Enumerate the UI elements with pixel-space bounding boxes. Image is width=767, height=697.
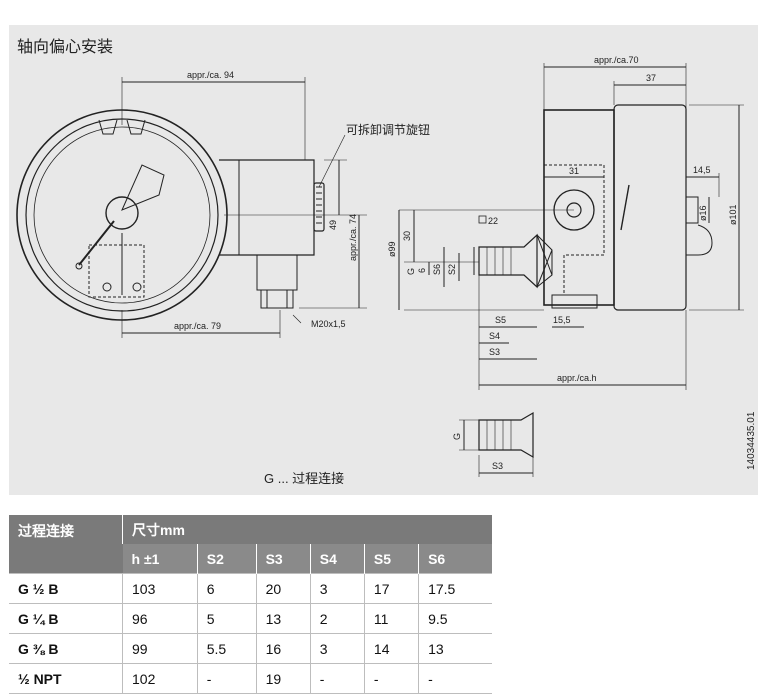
technical-drawing: appr./ca. 94 appr./ca. 79 M20x1,5 22 31 … xyxy=(9,25,758,495)
cell-S6: 17.5 xyxy=(418,573,492,604)
cell-connection: ½ NPT xyxy=(9,663,123,694)
dim-sq22: 22 xyxy=(488,216,498,226)
bezel-clips xyxy=(98,119,146,135)
knob-callout: 可拆卸调节旋钮 xyxy=(346,123,431,137)
table-subheader-row: h ±1 S2 S3 S4 S5 S6 xyxy=(9,544,492,574)
vent-strap xyxy=(686,224,713,256)
cell-S6: 9.5 xyxy=(418,603,492,634)
dim-14-5: 14,5 xyxy=(693,165,711,175)
side-base xyxy=(551,294,598,309)
col-S4: S4 xyxy=(309,544,365,574)
cell-S3: 13 xyxy=(255,603,311,634)
dim-S3: S3 xyxy=(489,347,500,357)
dim-m20: M20x1,5 xyxy=(311,319,346,329)
cell-S4: 2 xyxy=(309,603,365,634)
setpoint-pointer xyxy=(121,164,165,211)
screw-right xyxy=(132,282,142,292)
cell-S5: 17 xyxy=(363,573,419,604)
dim-S2: S2 xyxy=(447,264,457,275)
dim-70: appr./ca.70 xyxy=(594,55,639,65)
square-symbol xyxy=(478,215,487,224)
col-header-dimensions: 尺寸mm xyxy=(122,515,492,544)
col-S5: S5 xyxy=(363,544,419,574)
col-S3: S3 xyxy=(255,544,311,574)
cell-S5: 11 xyxy=(363,603,419,634)
dim-S6: S6 xyxy=(432,264,442,275)
dim-S5: S5 xyxy=(495,315,506,325)
cell-connection: G ¼ B xyxy=(9,603,123,634)
dim-30: 30 xyxy=(402,231,412,241)
cell-S3: 19 xyxy=(255,663,311,694)
case-body xyxy=(219,159,315,256)
cell-h: 103 xyxy=(122,573,198,604)
cell-h: 99 xyxy=(122,633,198,664)
table-row: ½ NPT 102 - 19 - - - xyxy=(9,663,492,694)
dim-94: appr./ca. 94 xyxy=(187,70,234,80)
cell-S2: 6 xyxy=(196,573,257,604)
cell-S5: 14 xyxy=(363,633,419,664)
dim-74: appr./ca. 74 xyxy=(348,214,358,261)
process-hex xyxy=(536,234,553,288)
contact-box xyxy=(88,244,145,298)
dim-phi16: ø16 xyxy=(698,205,708,221)
adjust-knob xyxy=(313,182,325,232)
pointer-tip xyxy=(75,262,83,270)
table-row: G ½ B 103 6 20 3 17 17.5 xyxy=(9,573,492,604)
drawing-svg: appr./ca. 94 appr./ca. 79 M20x1,5 22 31 … xyxy=(16,55,744,477)
cell-S3: 20 xyxy=(255,573,311,604)
cell-S4: 3 xyxy=(309,633,365,664)
col-h: h ±1 xyxy=(122,544,198,574)
cell-S5: - xyxy=(363,663,419,694)
dim-phi99: ø99 xyxy=(387,241,397,257)
stem-neck xyxy=(256,254,298,291)
cell-S2: - xyxy=(196,663,257,694)
process-thread xyxy=(478,233,538,289)
contact-housing xyxy=(544,164,605,295)
knob-leader xyxy=(318,134,346,188)
table-header-row: 过程连接 尺寸mm xyxy=(9,515,492,574)
drawing-number: 14034435.01 xyxy=(746,411,757,470)
cell-S4: 3 xyxy=(309,573,365,604)
col-header-connection: 过程连接 xyxy=(9,515,123,574)
knob-knurl xyxy=(316,186,322,224)
dimensions-table: 过程连接 尺寸mm h ±1 S2 S3 S4 S5 S6 G ½ B 103 … xyxy=(9,515,492,694)
col-S6: S6 xyxy=(418,544,492,574)
cell-S2: 5.5 xyxy=(196,633,257,664)
table-row: G ¼ B 96 5 13 2 11 9.5 xyxy=(9,603,492,634)
dial-face xyxy=(33,126,211,304)
cell-S3: 16 xyxy=(255,633,311,664)
drawing-caption: 轴向偏心安装 xyxy=(17,39,114,56)
dim-31: 31 xyxy=(569,166,579,176)
cell-h: 102 xyxy=(122,663,198,694)
stem-hex xyxy=(260,289,294,309)
cell-h: 96 xyxy=(122,603,198,634)
cell-connection: G ½ B xyxy=(9,573,123,604)
cell-S6: - xyxy=(418,663,492,694)
cell-S4: - xyxy=(309,663,365,694)
dim-37: 37 xyxy=(646,73,656,83)
dim-15-5: 15,5 xyxy=(553,315,571,325)
dim-S3-detail: S3 xyxy=(492,461,503,471)
dim-phi101: ø101 xyxy=(728,204,738,225)
screw-left xyxy=(102,282,112,292)
cell-S2: 5 xyxy=(196,603,257,634)
dim-6: 6 xyxy=(417,268,427,273)
cell-S6: 13 xyxy=(418,633,492,664)
col-S2: S2 xyxy=(196,544,257,574)
table-row: G ⅜ B 99 5.5 16 3 14 13 xyxy=(9,633,492,664)
dim-h: appr./ca.h xyxy=(557,373,597,383)
dim-49: 49 xyxy=(328,220,338,230)
dim-S4: S4 xyxy=(489,331,500,341)
legend-text: G ... 过程连接 xyxy=(264,471,345,486)
cell-connection: G ⅜ B xyxy=(9,633,123,664)
vent-plug xyxy=(685,196,699,224)
main-pointer xyxy=(78,220,115,266)
dim-79: appr./ca. 79 xyxy=(174,321,221,331)
pointer-hub xyxy=(105,196,139,230)
dim-G: G xyxy=(406,268,416,275)
dim-G-detail: G xyxy=(452,433,462,440)
